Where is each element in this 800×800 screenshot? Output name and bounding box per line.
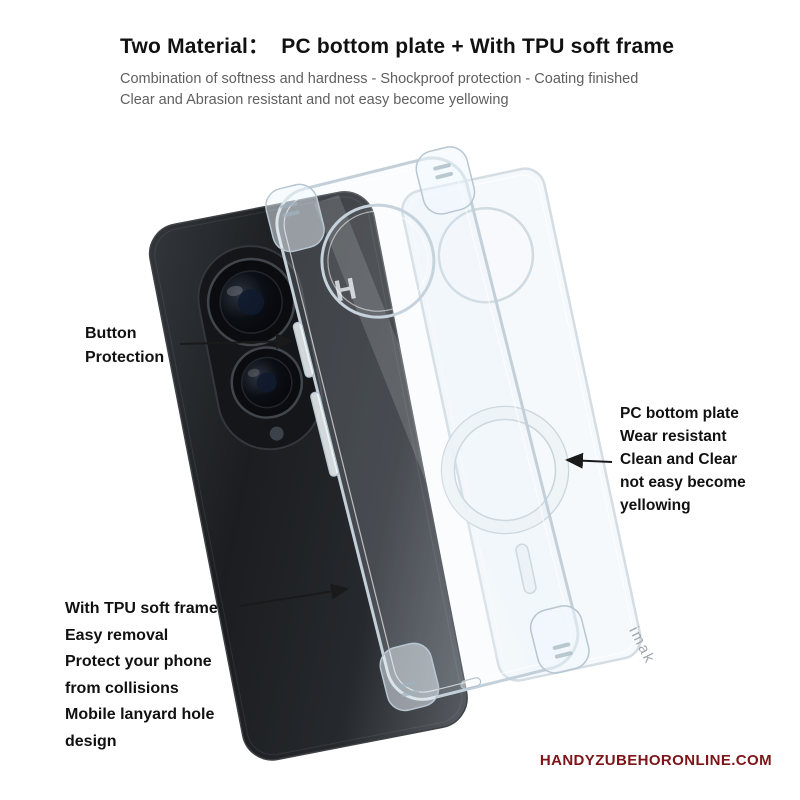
camera-lens-secondary-pupil	[256, 372, 277, 393]
annotation-line: not easy become	[620, 474, 746, 491]
subtitle: Combination of softness and hardness - S…	[120, 69, 740, 111]
annotation-line: Mobile lanyard hole	[65, 706, 215, 723]
pc-plate-arrow	[565, 452, 613, 469]
bumper-slot	[399, 680, 417, 689]
camera-lens-main-pupil	[238, 289, 265, 316]
lens-highlight-2	[247, 368, 260, 377]
annotation-line: yellowing	[620, 497, 691, 514]
annotation-line: Easy removal	[65, 626, 169, 644]
phone: H	[148, 191, 468, 761]
case-camera-hole	[320, 203, 436, 319]
header: Two Material： PC bottom plate + With TPU…	[120, 30, 740, 111]
button-protection-arrow	[179, 333, 294, 350]
magsafe-ring	[441, 406, 568, 533]
bumper-slot	[433, 163, 451, 171]
volume-button-cover	[292, 321, 315, 378]
annotation-line: from collisions	[65, 679, 179, 697]
lanyard-hole	[460, 677, 482, 690]
annotation-line: Clean and Clear	[620, 451, 738, 468]
annotation-line: PC bottom plate	[620, 405, 739, 422]
bumper-slot	[554, 651, 573, 659]
pc-bottom-plate-annotation: PC bottom plate Wear resistant Clean and…	[620, 402, 795, 517]
case-camera-hole-inner	[327, 210, 429, 312]
bumper-slot	[401, 689, 420, 697]
magsafe-ring-inner	[453, 418, 557, 522]
bumper-slot	[435, 171, 453, 180]
phone-edge-highlight	[154, 196, 463, 756]
annotation-line: Protection	[85, 349, 165, 366]
subtitle-line-2: Clear and Abrasion resistant and not eas…	[120, 92, 509, 108]
button-protection-annotation: Button Protection	[85, 322, 164, 370]
tpu-frame-arrow	[239, 583, 349, 607]
store-watermark: HANDYZUBEHORONLINE.COM	[539, 752, 772, 769]
tpu-soft-frame-annotation: With TPU soft frame Easy removal Protect…	[65, 596, 218, 755]
annotation-line: design	[65, 732, 117, 750]
flash-led	[269, 426, 284, 441]
power-button-cover	[310, 391, 340, 477]
tpu-case	[265, 146, 590, 712]
annotation-line: With TPU soft frame	[65, 600, 218, 617]
annotation-line: Wear resistant	[620, 428, 727, 445]
subtitle-line-1: Combination of softness and hardness - S…	[120, 71, 639, 87]
lens-highlight	[226, 285, 243, 297]
bumper-slot	[279, 201, 298, 209]
annotation-line: Button	[85, 325, 137, 342]
corner-bumper-tr	[415, 146, 476, 215]
case-inner-edge	[283, 164, 572, 693]
corner-bumper-bl	[379, 642, 440, 712]
corner-bumper-tl	[265, 183, 325, 253]
magsafe-bar	[515, 543, 537, 595]
bumper-slot	[282, 210, 300, 218]
page-title: Two Material： PC bottom plate + With TPU…	[120, 35, 675, 58]
bumper-slot	[552, 642, 571, 650]
annotation-line: Protect your phone	[65, 653, 212, 670]
corner-bumper-br	[529, 605, 590, 674]
